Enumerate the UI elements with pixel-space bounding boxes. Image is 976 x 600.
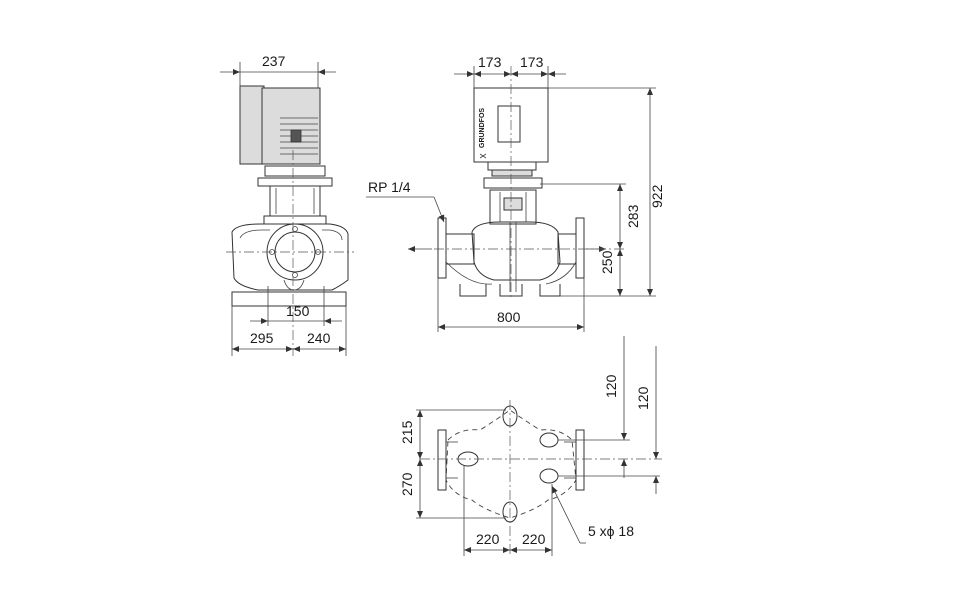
front-view: GRUNDFOS RP 1/4 xyxy=(366,54,665,332)
dim-upper-height: 283 xyxy=(625,204,641,228)
coupling-guard xyxy=(489,189,537,225)
holes-label: 5 xϕ 18 xyxy=(588,523,634,539)
mount-hole-right-lower xyxy=(539,468,559,484)
dim-axis-height: 250 xyxy=(599,250,615,274)
dim-lower-offset: 270 xyxy=(399,472,415,496)
motor-cooling-fins xyxy=(280,117,318,155)
dim-half-width-left: 173 xyxy=(478,54,502,70)
dim-motor-width: 237 xyxy=(262,53,286,69)
motor-display xyxy=(497,105,521,143)
mount-hole-right-upper xyxy=(539,432,559,448)
motor-stool xyxy=(264,165,326,177)
dim-flange-spacing: 150 xyxy=(286,303,310,319)
dim-upper-offset: 215 xyxy=(399,420,415,444)
motor-terminal-box xyxy=(239,85,265,165)
pump-casing xyxy=(231,223,349,291)
plan-view: 215 270 220 220 120 120 5 xϕ 18 xyxy=(399,336,662,556)
dim-port-to-port: 800 xyxy=(497,309,521,325)
dim-right-offset: 240 xyxy=(307,330,331,346)
dim-half-width-right: 173 xyxy=(520,54,544,70)
grundfos-logo: GRUNDFOS xyxy=(479,108,486,148)
dim-hole-offset-1: 120 xyxy=(603,374,619,398)
pump-base xyxy=(231,291,347,307)
pump-volute xyxy=(471,221,561,281)
dim-total-height: 922 xyxy=(649,184,665,208)
dim-right-spacing: 220 xyxy=(522,531,546,547)
connection-label: RP 1/4 xyxy=(368,179,411,195)
motor-body xyxy=(261,87,321,165)
dim-hole-offset-2: 120 xyxy=(635,386,651,410)
grundfos-logo-mark xyxy=(479,153,487,159)
svg-text:GRUNDFOS: GRUNDFOS xyxy=(479,108,486,148)
dim-left-spacing: 220 xyxy=(476,531,500,547)
dim-left-offset: 295 xyxy=(250,330,274,346)
side-view: 237 150 295 240 xyxy=(220,53,354,356)
